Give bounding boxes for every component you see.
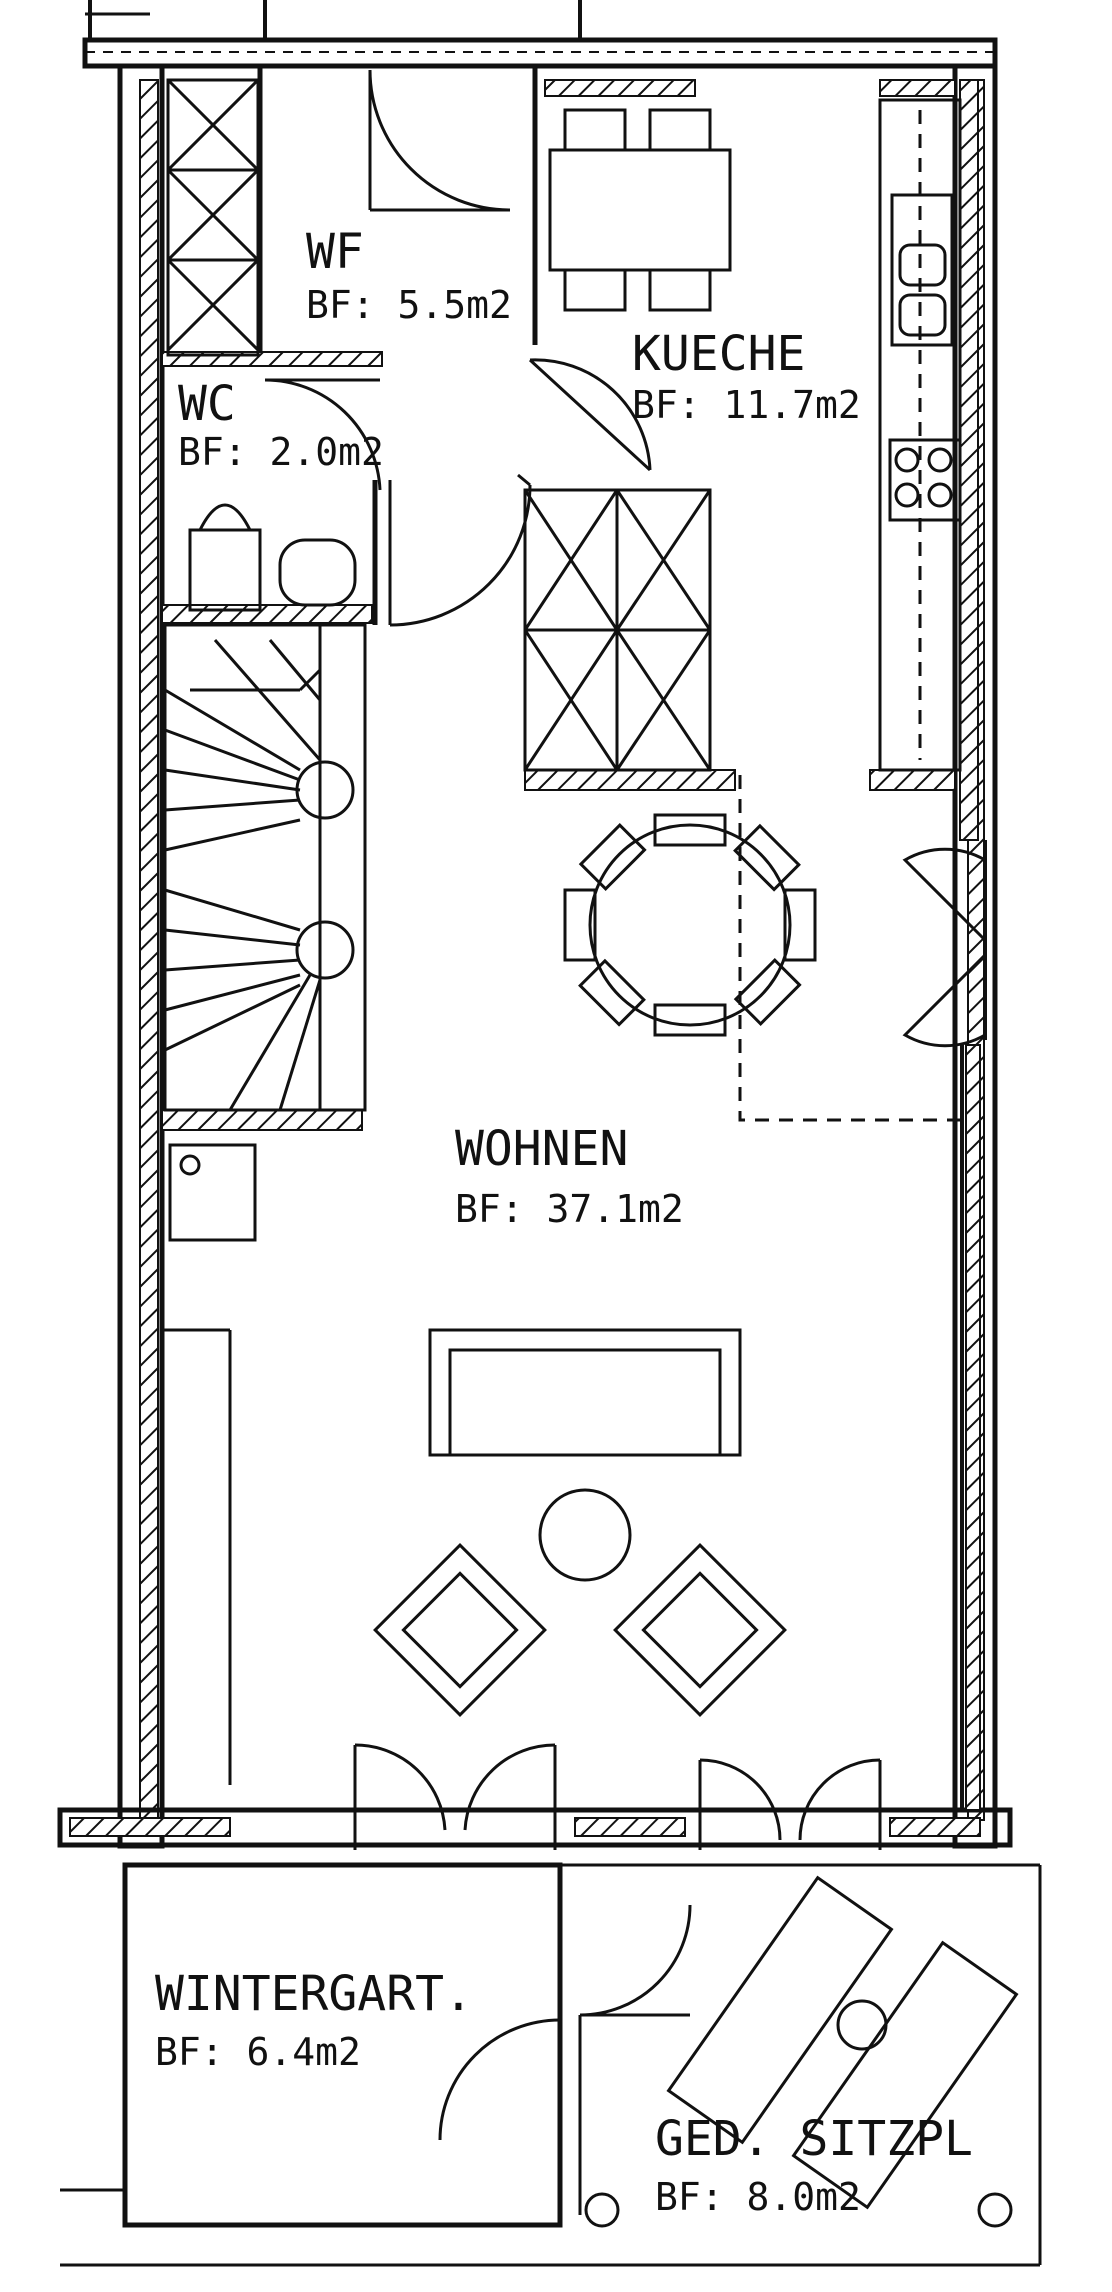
room-label-wf: WF — [306, 224, 364, 280]
wc-door — [264, 378, 382, 491]
room-area-wf: BF: 5.5m2 — [306, 283, 512, 327]
interior-walls — [161, 66, 987, 1811]
terrace-door-right — [698, 1758, 882, 1850]
stove-icon — [888, 438, 962, 522]
armchair-left — [373, 1543, 547, 1717]
washbasin-icon — [278, 538, 357, 607]
room-label-sitzpl: GED. SITZPL — [655, 2111, 973, 2167]
room-labels: WF BF: 5.5m2 KUECHE BF: 11.7m2 WC BF: 2.… — [155, 224, 973, 2219]
room-area-wohnen: BF: 37.1m2 — [455, 1187, 684, 1231]
room-label-wc: WC — [178, 376, 236, 432]
wardrobe-cabinet — [166, 78, 260, 357]
armchair-right — [613, 1543, 787, 1717]
room-area-wc: BF: 2.0m2 — [178, 430, 384, 474]
kitchen-counter — [878, 98, 962, 772]
toilet-icon — [188, 503, 262, 612]
side-table — [836, 1999, 888, 2051]
shelving-block — [523, 488, 712, 772]
storage-box — [168, 1143, 257, 1242]
entrance-door — [368, 69, 511, 212]
side-double-door — [902, 847, 987, 1048]
covered-terrace — [60, 1863, 1042, 2267]
column-right — [977, 2192, 1013, 2228]
sink-icon — [890, 193, 954, 347]
left-wall-cabinet — [160, 1328, 232, 1785]
sofa — [428, 1328, 742, 1457]
room-label-wohnen: WOHNEN — [455, 1121, 628, 1177]
room-label-kueche: KUECHE — [632, 326, 805, 382]
room-area-sitzpl: BF: 8.0m2 — [655, 2175, 861, 2219]
lounger-right — [791, 1940, 1019, 2210]
coffee-table — [538, 1488, 632, 1582]
wintergarten-area — [60, 1862, 692, 2228]
dining-table — [563, 813, 817, 1037]
kitchen-table — [548, 108, 732, 312]
column-left — [584, 2192, 620, 2228]
room-area-kueche: BF: 11.7m2 — [632, 383, 861, 427]
lounger-left — [666, 1875, 894, 2145]
room-area-wintergart: BF: 6.4m2 — [155, 2030, 361, 2074]
staircase — [163, 623, 367, 1112]
room-label-wintergart: WINTERGART. — [155, 1966, 473, 2022]
terrace-door-left — [353, 1743, 557, 1850]
kitchen-door — [528, 358, 652, 472]
living-door — [388, 473, 532, 627]
zone-line — [738, 775, 960, 1122]
